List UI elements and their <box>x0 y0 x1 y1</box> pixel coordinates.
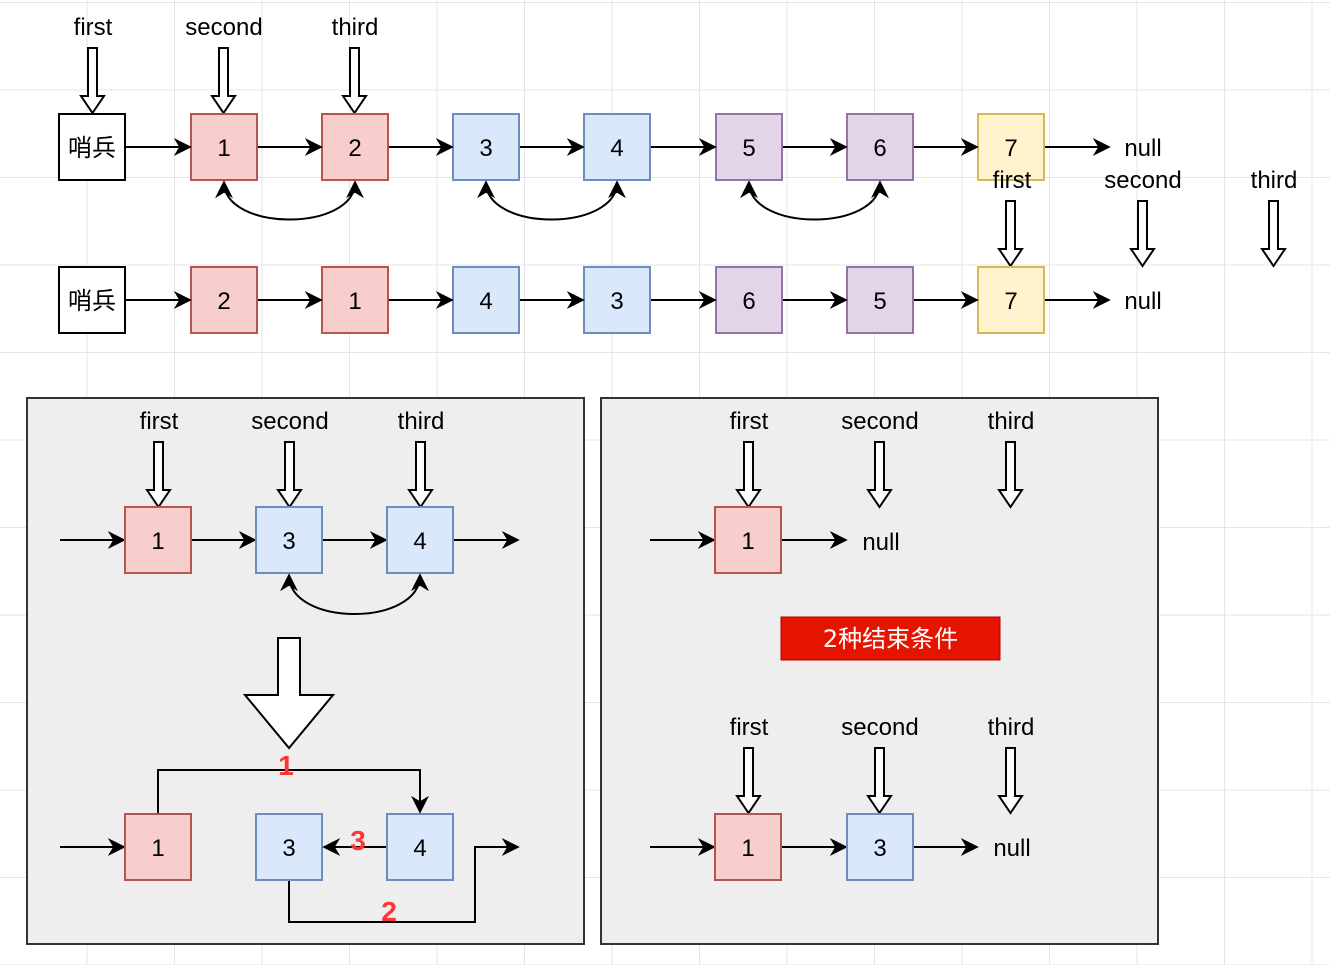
node-value: 1 <box>151 528 164 555</box>
node-value: 2 <box>217 288 230 315</box>
list-node <box>583 113 651 181</box>
list-node <box>714 506 782 574</box>
node-value: 5 <box>742 135 755 162</box>
null-label: null <box>1124 288 1161 315</box>
node-value: 3 <box>610 288 623 315</box>
pointer-down-arrow <box>145 441 172 509</box>
list-node <box>124 813 192 881</box>
node-value: 3 <box>282 528 295 555</box>
list-node <box>846 113 914 181</box>
pointer-first-label: first <box>74 14 113 41</box>
pointer-down-arrow <box>997 200 1024 268</box>
list-node <box>977 113 1045 181</box>
swap-curve <box>740 180 889 221</box>
node-value: 6 <box>742 288 755 315</box>
sentinel-node <box>58 266 126 334</box>
list-node <box>452 113 520 181</box>
list-node <box>190 266 258 334</box>
list-node <box>583 266 651 334</box>
list-node <box>321 266 389 334</box>
node-value: 1 <box>741 835 754 862</box>
pointer-down-arrow <box>79 47 106 115</box>
pointer-first-label: first <box>140 408 179 435</box>
pointer-down-arrow <box>735 747 762 815</box>
swap-curve <box>477 180 626 221</box>
pointer-second-label: second <box>1104 167 1181 194</box>
right-panel: first second third 1 null 2种结束条件 first s… <box>600 397 1159 945</box>
step-1-link <box>157 769 429 814</box>
swap-curve <box>280 573 429 615</box>
node-value: 3 <box>282 835 295 862</box>
pointer-third-label: third <box>332 14 379 41</box>
step-number: 1 <box>278 750 294 781</box>
node-value: 4 <box>413 835 426 862</box>
left-panel: first second third 1 3 4 1 3 4 1 <box>26 397 585 945</box>
pointer-second-label: second <box>185 14 262 41</box>
node-value: 1 <box>348 288 361 315</box>
node-value: 3 <box>479 135 492 162</box>
step-number: 2 <box>381 896 397 927</box>
node-value: 6 <box>873 135 886 162</box>
list-node <box>321 113 389 181</box>
node-value: 7 <box>1004 288 1017 315</box>
pointer-second-label: second <box>841 714 918 741</box>
step-number: 3 <box>350 825 366 856</box>
list-node <box>124 506 192 574</box>
list-node <box>255 506 323 574</box>
pointer-second-label: second <box>251 408 328 435</box>
node-value: 1 <box>741 528 754 555</box>
pointer-down-arrow <box>341 47 368 115</box>
list-node <box>255 813 323 881</box>
pointer-down-arrow <box>210 47 237 115</box>
node-value: 5 <box>873 288 886 315</box>
pointer-third-label: third <box>398 408 445 435</box>
top-row-2: first second third 哨兵 2 1 4 3 6 5 7 null <box>58 167 1298 334</box>
sentinel-label: 哨兵 <box>68 287 116 315</box>
node-value: 4 <box>479 288 492 315</box>
pointer-down-arrow <box>276 441 303 509</box>
pointer-first-label: first <box>730 408 769 435</box>
pointer-down-arrow <box>997 747 1024 815</box>
list-node <box>386 813 454 881</box>
pointer-first-label: first <box>730 714 769 741</box>
pointer-third-label: third <box>1251 167 1298 194</box>
list-node <box>452 266 520 334</box>
end-conditions-banner <box>780 616 1001 661</box>
sentinel-label: 哨兵 <box>68 134 116 162</box>
list-node <box>846 813 914 881</box>
node-value: 4 <box>610 135 623 162</box>
pointer-down-arrow <box>407 441 434 509</box>
pointer-second-label: second <box>841 408 918 435</box>
pointer-down-arrow <box>1129 200 1156 268</box>
sentinel-node <box>58 113 126 181</box>
pointer-down-arrow <box>1260 200 1287 268</box>
pointer-down-arrow <box>735 441 762 509</box>
top-row-1: first second third 哨兵 1 2 3 4 5 6 7 null <box>58 14 1162 221</box>
list-node <box>386 506 454 574</box>
node-value: 7 <box>1004 135 1017 162</box>
list-node <box>190 113 258 181</box>
null-label: null <box>1124 135 1161 162</box>
null-label: null <box>862 529 899 556</box>
pointer-third-label: third <box>988 408 1035 435</box>
null-label: null <box>993 835 1030 862</box>
node-value: 2 <box>348 135 361 162</box>
step-2-link <box>288 838 520 923</box>
node-value: 1 <box>151 835 164 862</box>
node-value: 4 <box>413 528 426 555</box>
swap-curve <box>215 180 364 221</box>
transform-down-arrow <box>242 637 336 750</box>
node-value: 3 <box>873 835 886 862</box>
list-node <box>714 813 782 881</box>
pointer-down-arrow <box>866 441 893 509</box>
pointer-first-label: first <box>993 167 1032 194</box>
pointer-down-arrow <box>866 747 893 815</box>
node-value: 1 <box>217 135 230 162</box>
banner-text: 2种结束条件 <box>823 625 958 653</box>
pointer-third-label: third <box>988 714 1035 741</box>
pointer-down-arrow <box>997 441 1024 509</box>
list-node <box>846 266 914 334</box>
